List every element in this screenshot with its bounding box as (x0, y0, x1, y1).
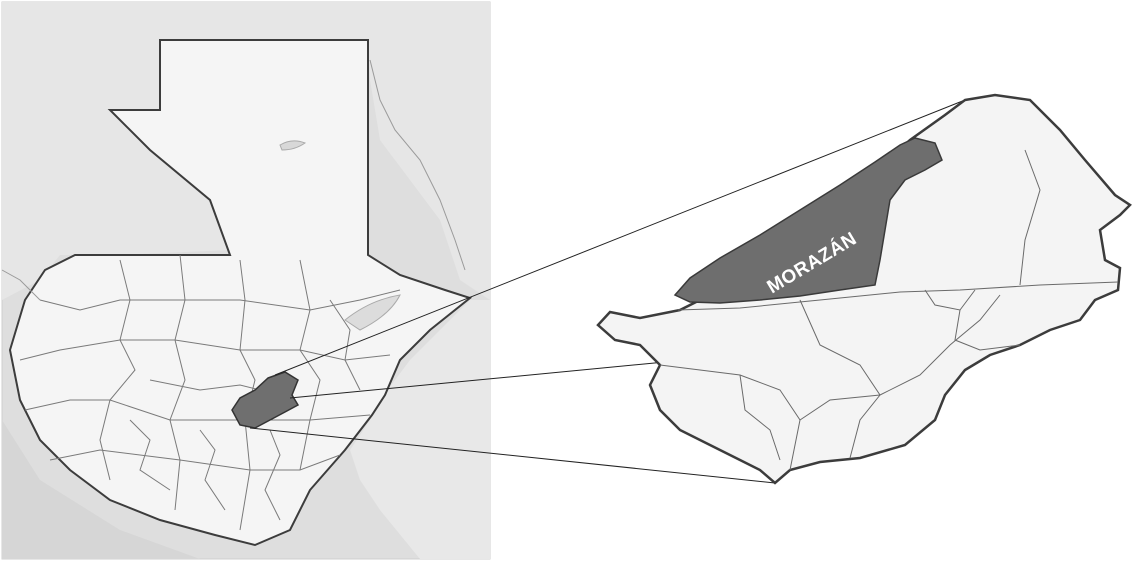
neighbor-country-north (2, 2, 490, 300)
sea-southwest (2, 420, 200, 559)
country-outline (8, 39, 473, 547)
highlighted-municipality (673, 137, 943, 304)
river-lines (1, 59, 466, 301)
neighbor-country-southeast (350, 300, 490, 559)
lake-shape (279, 140, 307, 151)
department-detail-map: MORAZÁN (596, 93, 1132, 485)
lake-shape-east (344, 294, 401, 331)
country-overview-map (1, 1, 491, 560)
department-outline (596, 93, 1132, 485)
municipal-borders (659, 149, 1119, 471)
department-borders (19, 254, 401, 531)
zoom-leader-lines (249, 99, 966, 484)
highlighted-department (231, 371, 300, 429)
